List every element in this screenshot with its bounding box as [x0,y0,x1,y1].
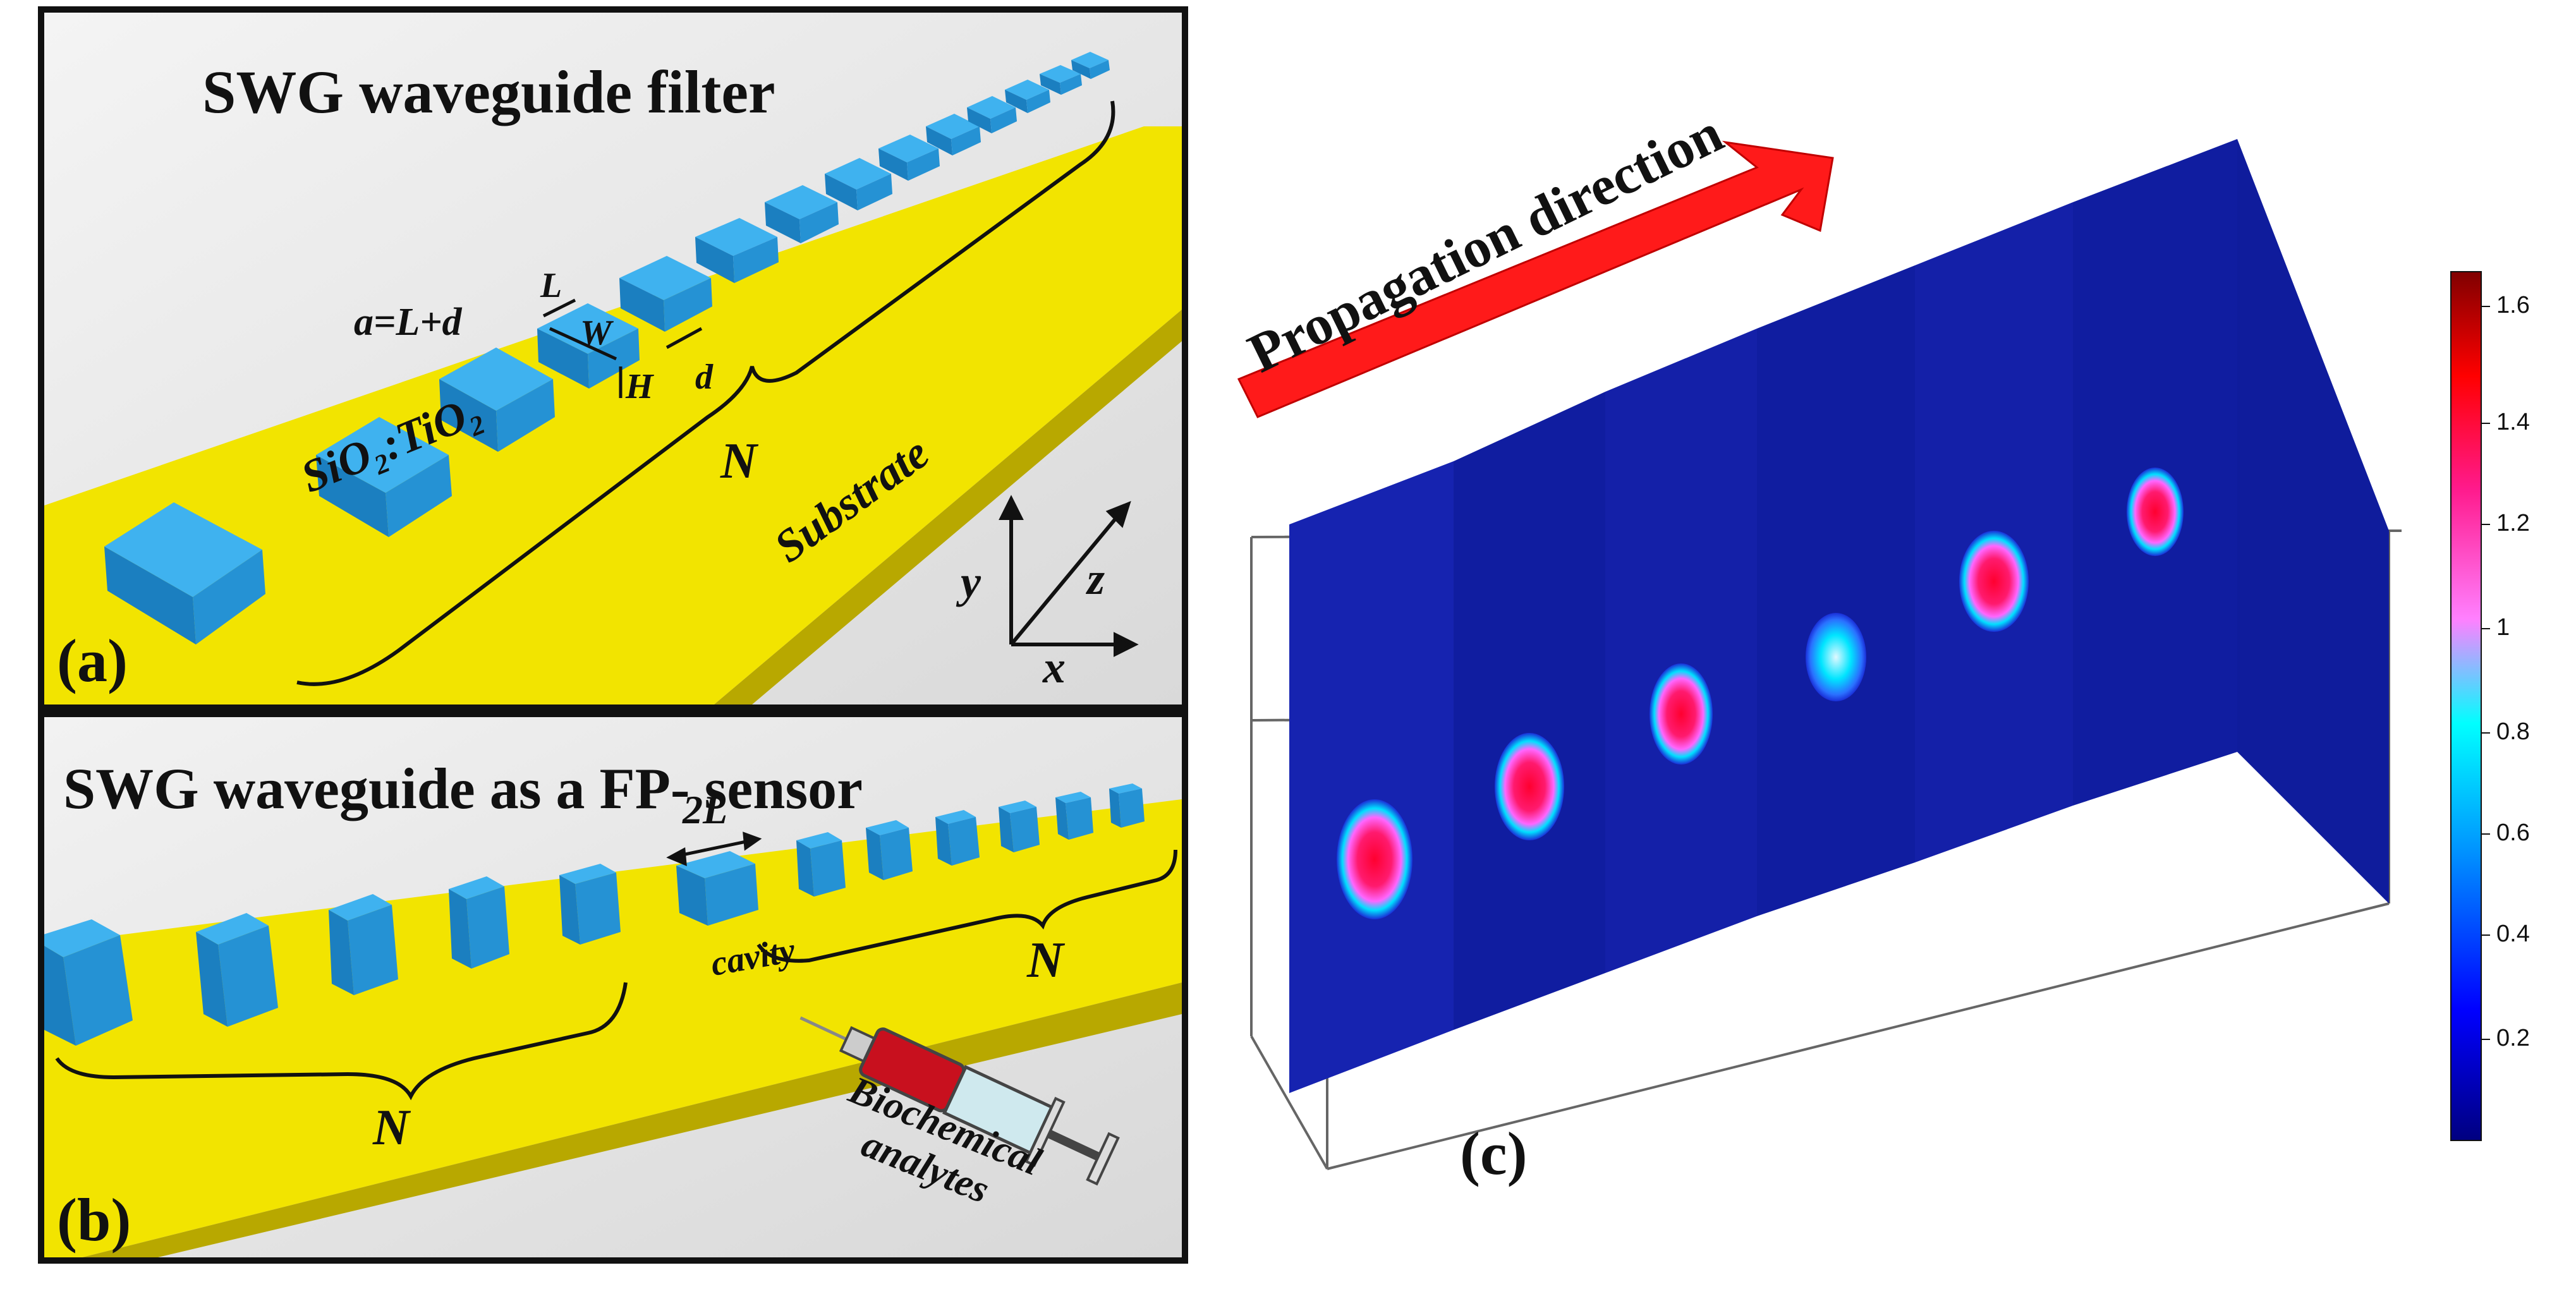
block [329,894,398,995]
field-plane-end [2237,139,2389,904]
colorbar-tick-label: 1.4 [2496,409,2530,435]
block [695,218,779,283]
block [1109,783,1145,828]
block [676,851,758,926]
field-plane [1757,265,1915,916]
panel-b-title: SWG waveguide as a FP- sensor [63,756,863,821]
period-equation: a=L+d [354,301,462,344]
block [449,876,509,969]
colorbar [2450,271,2482,1141]
panel-a: SWG waveguide filter a=L+d L W H d SiO₂:… [38,6,1188,711]
field-plane [2073,139,2237,806]
brace-right [756,849,1177,963]
block [1005,80,1050,113]
field-plane [1915,202,2073,862]
block [866,820,913,880]
field-plane [1454,392,1605,1030]
block [878,135,940,181]
panel-c-drawing [1237,139,2490,1170]
panel-b-label: (b) [57,1186,131,1254]
dimension-arrows [542,298,703,398]
axis-x-label: x [1043,642,1066,692]
block [796,832,846,897]
count-N-left-label: N [373,1100,410,1156]
dim-L-label: L [540,266,562,305]
panel-c-label: (c) [1460,1120,1528,1187]
block [1055,792,1093,840]
block [967,96,1017,133]
count-N-right-label: N [1027,933,1064,988]
block [1040,65,1082,95]
axis-y-label: y [961,557,981,607]
brace-left [55,982,628,1101]
substrate-side [44,310,1182,704]
block [619,256,712,332]
panel-b: SWG waveguide as a FP- sensor 2L cavity … [38,711,1188,1264]
cavity-arrow [666,831,762,866]
cavity-length-label: 2L [683,787,728,832]
colorbar-tick-label: 0.6 [2496,819,2530,846]
block [439,348,555,452]
panel-b-drawing [44,717,1182,1257]
block [104,502,265,644]
field-plane [1289,461,1454,1093]
panel-c: Propagation direction (c) 1.6 1.4 1.2 1 … [1188,0,2576,1294]
propagation-arrow [1237,140,1834,418]
substrate-top [44,799,1182,1257]
brace-N [296,100,1115,686]
dim-d-label: d [695,358,713,397]
panel-a-title: SWG waveguide filter [202,58,775,126]
colorbar-tick-label: 0.8 [2496,718,2530,745]
block [316,417,452,537]
colorbar-ticks [2481,306,2490,1040]
colorbar-tick-label: 1 [2496,614,2510,641]
field-planes [1289,139,2389,1093]
block [926,114,981,155]
panel-a-label: (a) [57,627,128,694]
dim-H-label: H [626,367,653,406]
block [765,185,839,243]
colorbar-tick-label: 1.2 [2496,510,2530,536]
block [935,810,980,866]
colorbar-tick-label: 0.4 [2496,921,2530,947]
panel-a-drawing [44,13,1182,704]
axis-triad [999,495,1139,657]
block [559,864,621,945]
colorbar-tick-label: 1.6 [2496,292,2530,318]
axis-z-label: z [1087,553,1105,604]
field-plane [1605,329,1757,973]
substrate-top [44,126,1182,704]
colorbar-tick-label: 0.2 [2496,1025,2530,1051]
swg-blocks [104,52,1110,644]
block [196,913,278,1027]
swg-blocks [44,783,1145,1046]
block [825,158,892,210]
block [999,801,1040,852]
dim-W-label: W [580,313,612,353]
count-N-label: N [720,433,757,489]
block [1071,52,1110,79]
syringe-icon [799,1016,1120,1186]
block [44,919,133,1046]
